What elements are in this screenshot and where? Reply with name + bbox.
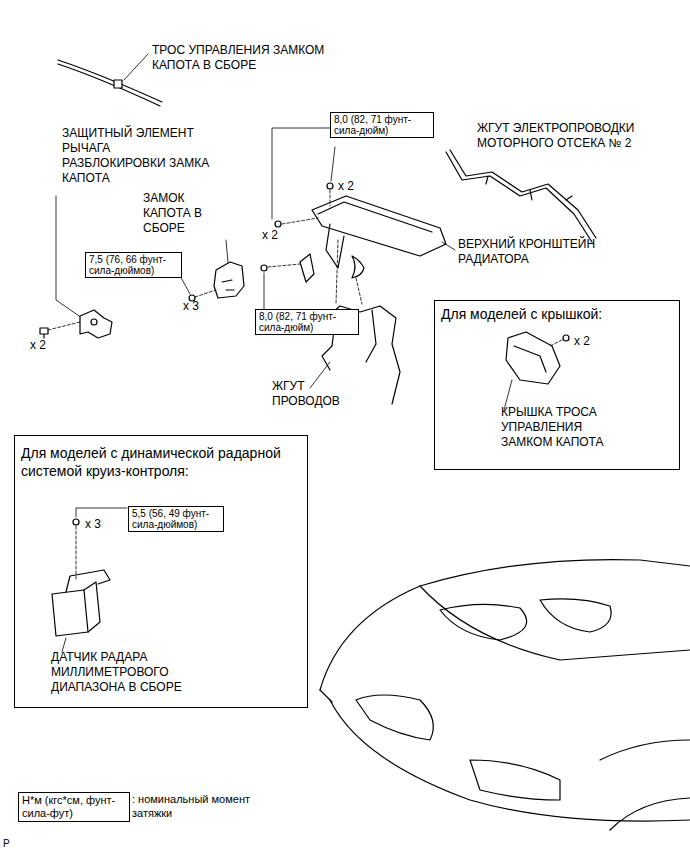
part-name: ДАТЧИК РАДАРА МИЛЛИМЕТРОВОГО ДИАПАЗОНА В…	[51, 650, 221, 695]
figure-code: P	[3, 838, 23, 850]
torque-value: 7,5 (76, 66 фунт-сила-дюймов)	[89, 254, 178, 276]
variant-heading: Для моделей с крышкой:	[441, 306, 671, 323]
legend-note: : номинальный момент затяжки	[132, 792, 262, 820]
torque-box: 5,5 (56, 49 фунт-сила-дюймов)	[128, 506, 224, 532]
part-name: ТРОС УПРАВЛЕНИЯ ЗАМКОМ КАПОТА В СБОРЕ	[152, 43, 327, 73]
torque-box: 8,0 (82, 71 фунт-сила-дюйм)	[255, 309, 359, 335]
quantity-label: x 3	[183, 299, 213, 314]
part-name: ЗАМОК КАПОТА В СБОРЕ	[143, 191, 223, 236]
torque-box: 7,5 (76, 66 фунт-сила-дюймов)	[85, 252, 182, 278]
part-name: ЖГУТ ПРОВОДОВ	[272, 379, 352, 409]
part-name: ЗАЩИТНЫЙ ЭЛЕМЕНТ РЫЧАГА РАЗБЛОКИРОВКИ ЗА…	[62, 126, 212, 186]
torque-value: 8,0 (82, 71 фунт-сила-дюйм)	[334, 114, 430, 136]
part-name: ЖГУТ ЭЛЕКТРОПРОВОДКИ МОТОРНОГО ОТСЕКА № …	[477, 121, 677, 151]
quantity-label: x 2	[30, 338, 60, 353]
torque-box: 8,0 (82, 71 фунт-сила-дюйм)	[330, 112, 434, 138]
variant-box: Для моделей с крышкой: x 2 КРЫШКА ТРОСА УП…	[434, 300, 680, 470]
quantity-label: x 2	[574, 334, 604, 349]
torque-value: 5,5 (56, 49 фунт-сила-дюймов)	[132, 508, 220, 530]
torque-value: 8,0 (82, 71 фунт-сила-дюйм)	[259, 311, 355, 333]
quantity-label: x 2	[262, 228, 292, 243]
quantity-label: x 2	[338, 179, 368, 194]
variant-box: Для моделей с динамической радарной сист…	[14, 435, 308, 708]
part-name: КРЫШКА ТРОСА УПРАВЛЕНИЯ ЗАМКОМ КАПОТА	[501, 405, 631, 450]
quantity-label: x 3	[85, 517, 115, 532]
torque-value: Н*м (кгс*см, фунт-сила-фут)	[22, 794, 126, 820]
variant-heading: Для моделей с динамической радарной сист…	[21, 444, 297, 480]
legend-box: Н*м (кгс*см, фунт-сила-фут)	[18, 792, 130, 822]
part-name: ВЕРХНИЙ КРОНШТЕЙН РАДИАТОРА	[458, 237, 658, 267]
